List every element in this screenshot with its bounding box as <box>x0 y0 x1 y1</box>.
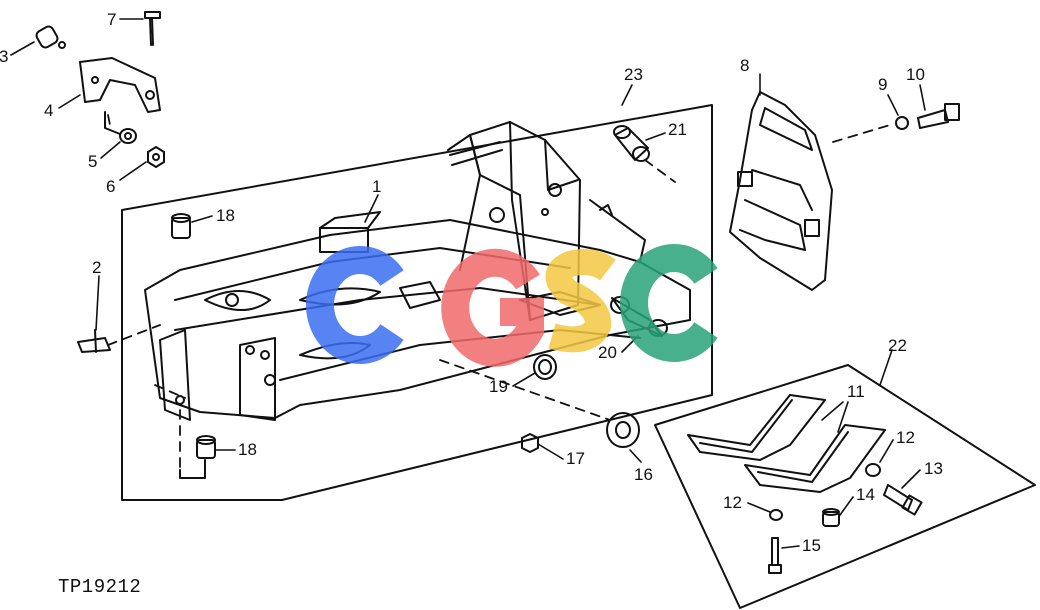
leader-16 <box>629 449 642 463</box>
callout-10: 10 <box>906 65 925 84</box>
bushing-14 <box>822 508 840 527</box>
callout-18-upper: 18 <box>216 206 235 225</box>
leader-19 <box>512 372 536 387</box>
leader-10 <box>919 84 926 111</box>
assembly-line-5 <box>107 114 111 126</box>
watermark-letter-s <box>545 249 616 353</box>
callout-6: 6 <box>106 177 115 196</box>
callout-13: 13 <box>924 459 943 478</box>
bracket-4-leg <box>104 111 121 135</box>
step-plate-upper <box>687 394 826 461</box>
callout-17: 17 <box>566 449 585 468</box>
frame-assembly-boundary <box>121 104 713 501</box>
callout-15: 15 <box>802 536 821 555</box>
washer-16 <box>606 412 640 448</box>
callout-12-left: 12 <box>723 493 742 512</box>
leader-1 <box>364 194 379 223</box>
cover-8 <box>729 91 833 291</box>
leader-3 <box>10 41 35 56</box>
leader-6 <box>119 161 147 181</box>
step-plate-lower <box>744 424 886 493</box>
seal-19 <box>533 354 557 380</box>
callout-3: 3 <box>0 47 8 66</box>
bolt-2 <box>77 329 111 353</box>
bolt-7 <box>144 11 161 46</box>
assembly-line-16 <box>439 359 611 421</box>
leader-21 <box>645 132 666 141</box>
callout-19: 19 <box>489 377 508 396</box>
callout-20: 20 <box>598 343 617 362</box>
watermark-letter-c1 <box>306 246 404 364</box>
leader-12b <box>747 502 771 513</box>
watermark <box>306 244 718 367</box>
callout-9: 9 <box>878 75 887 94</box>
leader-14 <box>839 496 854 516</box>
callout-21: 21 <box>668 120 687 139</box>
bolt-13 <box>883 484 923 516</box>
nut-17 <box>521 433 539 453</box>
callout-11: 11 <box>847 382 865 401</box>
callout-23: 23 <box>624 65 643 84</box>
leader-15 <box>781 545 800 549</box>
watermark-letter-c2 <box>620 244 718 362</box>
bolt-10 <box>917 103 960 129</box>
washer-12-right <box>865 463 881 477</box>
leader-9 <box>887 94 899 116</box>
nut-6 <box>147 146 165 168</box>
washer-12-left <box>769 509 783 521</box>
callout-8: 8 <box>740 56 749 75</box>
callout-16: 16 <box>634 465 653 484</box>
callout-7: 7 <box>107 10 116 29</box>
figure-code: TP19212 <box>58 576 142 598</box>
washer-9 <box>895 116 909 130</box>
callout-12-right: 12 <box>896 428 915 447</box>
leader-18a <box>191 215 213 223</box>
leader-11b <box>837 401 849 433</box>
clip-3 <box>35 25 66 49</box>
leader-23 <box>621 84 633 106</box>
callout-2: 2 <box>92 258 101 277</box>
bushing-21 <box>613 125 650 162</box>
callout-4: 4 <box>44 101 53 120</box>
bracket-4 <box>79 57 161 113</box>
bushing-18-upper <box>171 213 191 239</box>
callout-18-lower: 18 <box>238 440 257 459</box>
leader-12a <box>879 439 894 463</box>
callout-5: 5 <box>88 152 97 171</box>
assembly-line-21 <box>644 159 676 183</box>
callout-14: 14 <box>856 485 875 504</box>
callout-1: 1 <box>372 177 381 196</box>
assembly-line-18-b <box>154 384 186 399</box>
leader-17 <box>537 443 564 460</box>
leader-22 <box>879 349 893 386</box>
bolt-15 <box>768 537 782 574</box>
leader-11a <box>821 401 844 421</box>
leader-2 <box>95 275 100 331</box>
watermark-letter-g <box>441 248 544 367</box>
bushing-18-lower <box>196 435 216 459</box>
assembly-line-2 <box>107 324 161 346</box>
leader-5 <box>100 141 121 159</box>
leader-13 <box>901 469 921 489</box>
assembly-line-9 <box>832 124 891 143</box>
frame-tower <box>447 121 646 321</box>
washer-5 <box>119 128 137 144</box>
assembly-bracket-18 <box>179 459 206 479</box>
leader-4 <box>58 94 81 109</box>
step-assembly-boundary <box>654 364 1036 609</box>
callout-22: 22 <box>888 336 907 355</box>
